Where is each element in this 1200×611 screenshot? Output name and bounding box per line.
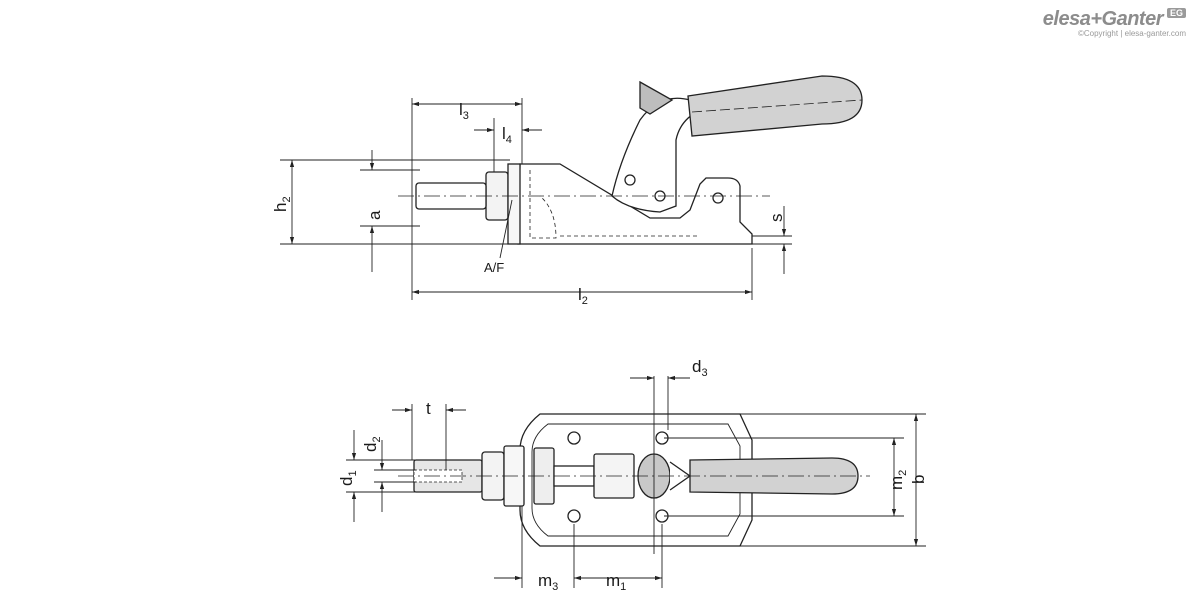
label-d3: d3	[692, 357, 708, 379]
side-pivot-hole-3	[712, 192, 724, 204]
label-l3: l3	[459, 100, 469, 122]
side-view	[398, 75, 863, 245]
label-t: t	[426, 399, 431, 418]
label-l4: l4	[502, 124, 512, 146]
label-m1: m1	[606, 571, 626, 593]
top-mount-hole-2	[567, 509, 581, 523]
side-pivot-hole-1	[624, 174, 636, 186]
side-labels: l3 l4 h2 a A/F s l2	[271, 100, 786, 307]
top-dimensions	[346, 375, 926, 588]
brand-name: elesa+Ganter	[1042, 8, 1164, 30]
side-latch-trigger	[639, 80, 674, 115]
label-l2: l2	[578, 285, 588, 307]
label-s: s	[767, 214, 786, 223]
label-h2: h2	[271, 196, 293, 212]
label-af: A/F	[484, 260, 504, 275]
label-a: a	[365, 210, 384, 220]
top-mount-hole-1	[567, 431, 581, 445]
brand-copyright: ©Copyright | elesa-ganter.com	[1077, 29, 1186, 38]
side-dimensions	[280, 98, 792, 300]
side-collar	[507, 163, 521, 245]
top-labels: t d3 d2 d1 m2 b m3 m1	[337, 357, 928, 593]
label-d1: d1	[337, 470, 359, 486]
label-d2: d2	[361, 436, 383, 452]
label-b: b	[909, 475, 928, 484]
brand-badge: EG	[1166, 8, 1186, 18]
label-m2: m2	[887, 470, 909, 490]
label-m3: m3	[538, 571, 558, 593]
top-view	[398, 413, 870, 547]
side-base-plate	[517, 163, 753, 245]
side-handle	[687, 75, 863, 137]
